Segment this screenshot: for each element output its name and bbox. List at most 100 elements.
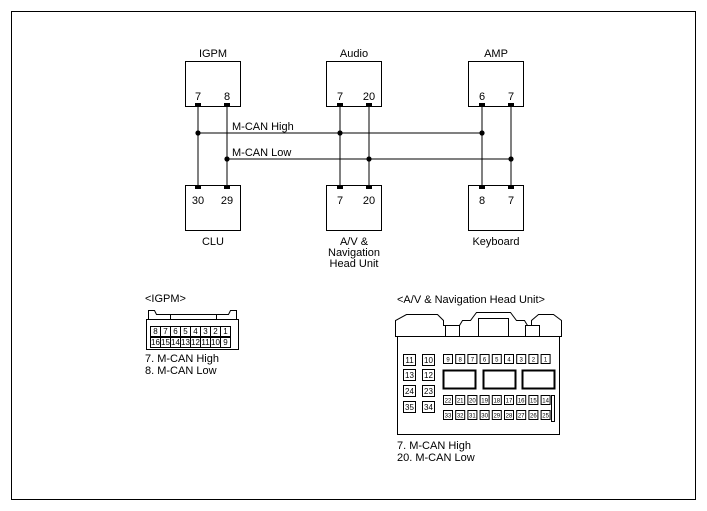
av-pin-row-2-number: 22: [445, 399, 452, 405]
module-audio-name: Audio: [340, 48, 368, 60]
av-pin-row-3-number: 31: [469, 414, 476, 420]
igpm-pin-row-1-number: 1: [223, 327, 228, 336]
av-pin-row-3-cell: [516, 410, 527, 420]
av-pin-row-1-number: 6: [483, 358, 487, 364]
av-left-pin-cell: [403, 401, 416, 413]
module-igpm-name: IGPM: [199, 48, 227, 60]
module-clu-pin-b: 29: [221, 195, 233, 207]
av-pin-row-3-cell: [479, 410, 490, 420]
igpm-legend-line-1: 7. M-CAN High: [145, 353, 219, 365]
av-left-pin-number: 34: [424, 403, 433, 412]
av-pin-row-1-cell: [443, 354, 453, 364]
junction-dot: [337, 130, 343, 136]
module-amp-name: AMP: [484, 48, 508, 60]
av-legend-line-1: 7. M-CAN High: [397, 440, 471, 452]
module-keyboard-pin-b: 7: [508, 195, 514, 207]
av-pin-row-1-number: 1: [544, 358, 548, 364]
av-pin-row-3-number: 26: [530, 414, 537, 420]
av-pin-row-3-number: 30: [481, 414, 488, 420]
m-can-high-label: M-CAN High: [232, 121, 294, 133]
module-igpm-box: [185, 61, 241, 107]
module-keyboard-name: Keyboard: [472, 236, 519, 248]
av-pin-row-1-cell: [479, 354, 490, 364]
junction-dot: [224, 156, 230, 162]
module-audio: Audio 7 20: [326, 48, 382, 107]
av-left-pin-number: 13: [405, 371, 414, 380]
av-pin-row-1-number: 9: [446, 358, 450, 364]
av-pin-row-3-cell: [528, 410, 539, 420]
av-connector-key-center: [478, 318, 509, 337]
av-pin-row-1-cell: [455, 354, 466, 364]
av-pin-row-2-number: 18: [493, 399, 500, 405]
av-left-pin-cell: [422, 369, 435, 381]
av-left-pin-number: 35: [405, 403, 414, 412]
av-pin-row-1-cell: [528, 354, 539, 364]
av-pin-row-1-cell: [491, 354, 502, 364]
av-pin-row-2-cell: [491, 395, 502, 405]
av-left-pin-number: 10: [424, 356, 433, 365]
av-left-pin-cell: [403, 369, 416, 381]
av-pin-row-2-cell: [443, 395, 453, 405]
av-left-pin-cell: [403, 354, 416, 366]
module-igpm-pin-a: 7: [195, 91, 201, 103]
module-audio-box: [326, 61, 382, 107]
igpm-pin-row-2-number: 10: [211, 338, 220, 347]
module-av-pin-b: 20: [363, 195, 375, 207]
av-pin-row-2-cell: [540, 395, 551, 405]
m-can-low-label: M-CAN Low: [232, 147, 291, 159]
terminal-bottom: [508, 185, 514, 189]
av-pin-row-1-cell: [516, 354, 527, 364]
av-left-pin-number: 23: [424, 387, 433, 396]
av-pin-row-2-cell: [504, 395, 514, 405]
module-igpm: IGPM 7 8: [185, 48, 241, 107]
junction-dot: [508, 156, 514, 162]
av-pin-row-2-number: 16: [518, 399, 525, 405]
av-pin-row-1-cell: [504, 354, 514, 364]
av-connector-key-right: [525, 325, 540, 337]
av-pin-row-2-cell: [516, 395, 527, 405]
av-pin-row-1-number: 8: [459, 358, 463, 364]
av-connector-side-rail: [551, 395, 555, 422]
av-left-pin-number: 12: [424, 371, 433, 380]
av-pin-row-1-number: 3: [520, 358, 524, 364]
module-av-head-unit: 7 20 A/V & Navigation Head Unit: [326, 185, 382, 270]
module-av-name-line-2: Navigation: [328, 247, 380, 259]
av-connector-key-left: [445, 325, 460, 337]
terminal-top: [508, 103, 514, 107]
av-pin-row-1-number: 7: [471, 358, 475, 364]
terminal-top: [479, 103, 485, 107]
module-keyboard: 8 7 Keyboard: [468, 185, 524, 248]
terminal-top: [224, 103, 230, 107]
av-left-pin-cell: [422, 385, 435, 397]
module-clu-name: CLU: [202, 236, 224, 248]
av-pin-row-2-number: 14: [542, 399, 549, 405]
terminal-bottom: [479, 185, 485, 189]
av-pin-row-1-cell: [467, 354, 478, 364]
can-bus-lines: M-CAN High M-CAN Low: [198, 121, 511, 160]
igpm-pin-row-2-number: 16: [151, 338, 160, 347]
junction-dot: [366, 156, 372, 162]
av-connector-large-slot-2: [482, 369, 517, 390]
igpm-pin-row-2-number: 15: [161, 338, 170, 347]
av-left-pin-cell: [403, 385, 416, 397]
av-pin-row-3-cell: [491, 410, 502, 420]
av-pin-row-3-number: 29: [493, 414, 500, 420]
av-pin-row-2-number: 21: [457, 399, 464, 405]
av-pin-row-3-cell: [455, 410, 466, 420]
module-av-name-line-1: A/V &: [340, 236, 369, 248]
terminal-bottom: [195, 185, 201, 189]
igpm-pin-row-2-number: 9: [223, 338, 228, 347]
av-pin-row-2-number: 15: [530, 399, 537, 405]
igpm-connector-title: <IGPM>: [145, 293, 186, 305]
module-keyboard-pin-a: 8: [479, 195, 485, 207]
av-pin-row-2-number: 19: [481, 399, 488, 405]
igpm-pin-row-1-number: 5: [183, 327, 188, 336]
av-pin-row-1-number: 5: [495, 358, 499, 364]
terminal-top: [366, 103, 372, 107]
av-pin-row-3-cell: [540, 410, 551, 420]
av-connector-large-slot-1: [442, 369, 477, 390]
module-audio-pin-b: 20: [363, 91, 375, 103]
